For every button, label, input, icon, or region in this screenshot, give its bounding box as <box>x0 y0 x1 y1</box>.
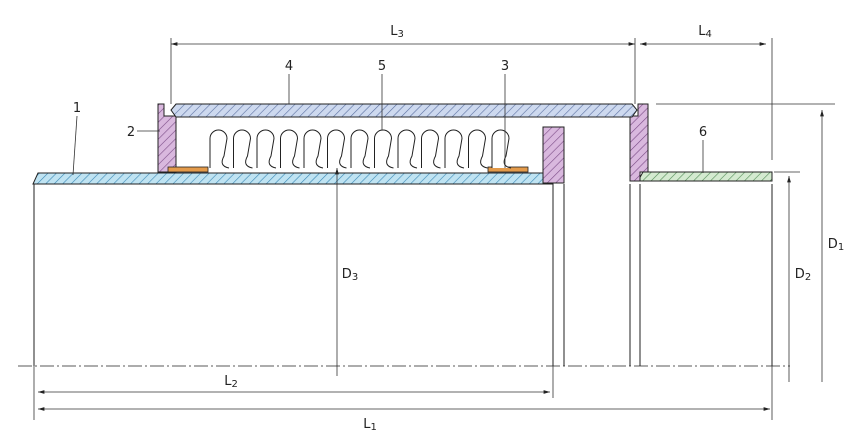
part-3-callout: 3 <box>501 59 509 168</box>
part-5-number: 5 <box>378 59 386 74</box>
label-L2: L2 <box>224 374 238 390</box>
right-flange <box>629 103 649 182</box>
bellows-convolution <box>209 129 230 169</box>
main-pipe-body <box>33 184 565 366</box>
part-1-number: 1 <box>73 101 81 116</box>
left-pad <box>167 166 209 173</box>
bellows-convolution <box>468 129 488 169</box>
outer-sleeve <box>170 103 638 118</box>
part-6-number: 6 <box>699 125 707 140</box>
dimension-L1: L1 <box>38 407 770 433</box>
part-4-callout: 4 <box>285 59 293 104</box>
part-4-number: 4 <box>285 59 293 74</box>
part-2-callout: 2 <box>127 125 160 140</box>
bellows-convolution <box>350 129 371 169</box>
middle-flange <box>542 126 565 184</box>
bellows-convolution <box>233 129 253 169</box>
dimension-L2: L2 <box>38 374 550 394</box>
bellows-convolution <box>256 129 277 169</box>
part-1-callout: 1 <box>72 101 81 176</box>
right-pipe-body <box>629 184 773 366</box>
label-D1: D1 <box>828 237 844 253</box>
dimension-L4: L4 <box>640 24 766 46</box>
extension-lines <box>33 38 835 420</box>
part-2-number: 2 <box>127 125 135 140</box>
label-L1: L1 <box>363 417 377 433</box>
label-L3: L3 <box>390 24 404 40</box>
bellows-convolution <box>327 129 347 169</box>
label-D3: D3 <box>342 267 358 283</box>
short-pipe-wall <box>637 171 773 182</box>
main-pipe-wall <box>32 172 554 185</box>
part-5-callout: 5 <box>378 59 386 130</box>
label-D2: D2 <box>795 267 811 283</box>
bellows-convolution <box>303 129 324 169</box>
dimension-L3: L3 <box>171 24 635 46</box>
bellows-convolution <box>374 129 394 169</box>
bellows-convolutions <box>209 129 512 169</box>
bellows-convolution <box>491 129 512 169</box>
dimension-D1: D1 <box>820 110 844 382</box>
label-L4: L4 <box>698 24 712 40</box>
part-6-callout: 6 <box>699 125 707 173</box>
dimension-D2: D2 <box>787 176 811 382</box>
bellows-convolution <box>444 129 465 169</box>
dimension-D3: D3 <box>335 168 358 376</box>
bellows-convolution <box>397 129 418 169</box>
left-flange <box>157 103 177 173</box>
part-3-number: 3 <box>501 59 509 74</box>
bellows-convolution <box>280 129 300 169</box>
bellows-convolution <box>421 129 441 169</box>
